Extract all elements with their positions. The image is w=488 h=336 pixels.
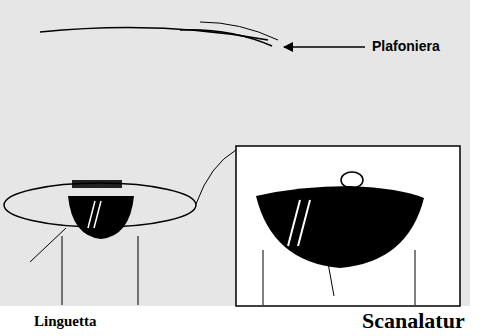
part-label: Plafoniera: [372, 39, 440, 54]
ceiling-line: [200, 22, 278, 40]
part-label: Scanalatur: [362, 309, 465, 333]
detail-inset: [236, 146, 460, 306]
background-panel: [0, 0, 470, 306]
part-label: Linguetta: [34, 313, 97, 330]
support-line: [62, 236, 63, 305]
support-line: [138, 236, 139, 305]
tab: [94, 201, 101, 228]
bowl: [68, 196, 134, 239]
knob: [341, 172, 363, 188]
support-line: [415, 250, 416, 305]
leader-line: [30, 228, 66, 262]
pointer-arrow: [284, 46, 365, 48]
tab: [298, 200, 310, 246]
tab: [88, 201, 95, 228]
detail-link: [196, 150, 236, 204]
bowl-detail: [256, 186, 424, 268]
leader-line: [322, 230, 334, 296]
support-line: [263, 250, 264, 305]
tab: [288, 200, 300, 246]
